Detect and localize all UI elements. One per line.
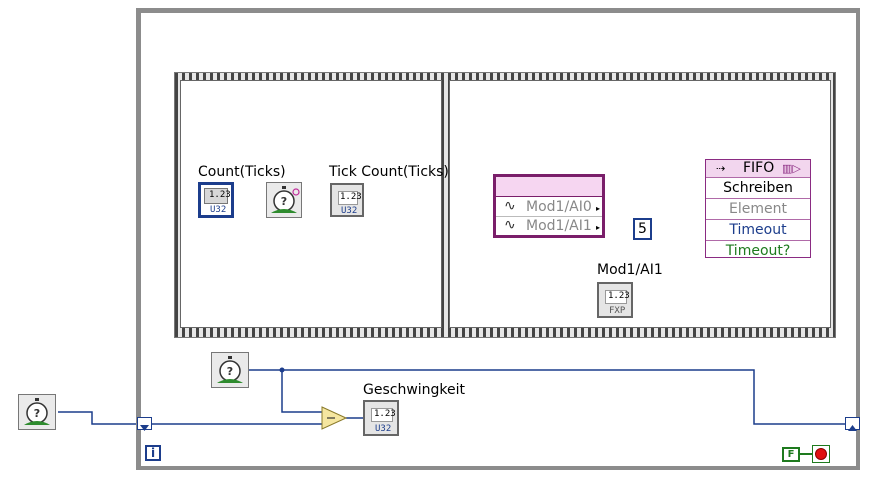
count-type: U32 <box>210 205 227 215</box>
fifo-timeout-output[interactable]: Timeout? <box>706 240 810 261</box>
count-label: Count(Ticks) <box>198 164 286 180</box>
wire-loop-tick[interactable] <box>248 369 846 425</box>
wire-tick-to-subtract[interactable] <box>281 370 322 413</box>
fifo-method-node[interactable]: ⇢ FIFO ▥▷ Schreiben Element Timeout Time… <box>705 159 811 261</box>
speed-badge: 1.23 <box>374 409 396 419</box>
wire-junction <box>279 367 285 373</box>
shift-register-right[interactable] <box>845 417 860 431</box>
tick-count-node[interactable]: ? <box>266 182 302 218</box>
fifo-buffer-icon: ▥▷ <box>782 162 801 175</box>
ai1-indicator-label: Mod1/AI1 <box>597 262 663 278</box>
false-constant-value: F <box>787 449 795 460</box>
tick-badge: 1.23 <box>340 192 362 202</box>
stopwatch-icon: ? <box>217 356 243 383</box>
tick-display <box>338 191 358 205</box>
subtract-node[interactable] <box>321 406 347 430</box>
stop-icon <box>815 448 827 460</box>
svg-text:?: ? <box>281 195 287 208</box>
tick-count-label: Tick Count(Ticks) <box>329 164 449 180</box>
io-channel-ai1[interactable]: ∿ Mod1/AI1 ▸ <box>496 217 602 235</box>
svg-text:?: ? <box>227 365 233 378</box>
io-output-arrow-icon: ▸ <box>596 223 601 232</box>
tick-count-indicator[interactable]: 1.23 U32 <box>330 183 364 217</box>
waveform-icon: ∿ <box>504 198 516 214</box>
tick-type: U32 <box>341 206 358 216</box>
iteration-terminal[interactable]: i <box>145 445 161 461</box>
while-loop[interactable] <box>136 8 860 470</box>
shift-down-arrow-icon <box>140 425 149 431</box>
fifo-element-input[interactable]: Element <box>706 198 810 219</box>
false-constant[interactable]: F <box>782 447 800 462</box>
ai1-badge: 1.23 <box>608 291 630 301</box>
timeout-constant-value: 5 <box>638 221 647 237</box>
fifo-method-label: Schreiben <box>706 177 810 198</box>
ai1-display <box>605 290 627 304</box>
count-badge: 1.23 <box>209 190 231 200</box>
stopwatch-icon: ? <box>24 398 50 425</box>
shift-register-left[interactable] <box>137 417 152 431</box>
io-channel-ai1-label: Mod1/AI1 <box>526 218 592 234</box>
fifo-header: ⇢ FIFO ▥▷ <box>706 160 810 177</box>
speed-type: U32 <box>375 424 392 434</box>
waveform-icon: ∿ <box>504 217 516 233</box>
fifo-title: FIFO <box>743 160 775 176</box>
ai1-indicator[interactable]: 1.23 FXP <box>597 282 633 318</box>
stopwatch-icon: ? <box>271 186 300 213</box>
wire-tickcount-outer[interactable] <box>58 411 138 425</box>
speed-indicator[interactable]: 1.23 U32 <box>363 400 399 436</box>
iteration-symbol: i <box>150 446 156 460</box>
count-display <box>204 188 228 204</box>
svg-text:?: ? <box>34 407 40 420</box>
fifo-write-arrow-icon: ⇢ <box>716 162 726 175</box>
shift-up-arrow-icon <box>848 425 857 431</box>
ai1-type: FXP <box>609 306 626 316</box>
io-node-header <box>496 177 602 197</box>
fifo-timeout-input[interactable]: Timeout <box>706 219 810 240</box>
outer-tick-count-node[interactable]: ? <box>18 394 56 430</box>
count-terminal[interactable]: 1.23 U32 <box>198 182 234 218</box>
loop-tick-count-node[interactable]: ? <box>211 352 249 388</box>
fpga-io-node[interactable]: ∿ Mod1/AI0 ▸ ∿ Mod1/AI1 ▸ <box>493 174 605 238</box>
while-loop-bottom-edge <box>136 466 860 470</box>
timeout-constant[interactable]: 5 <box>633 218 652 240</box>
io-channel-ai0-label: Mod1/AI0 <box>526 199 592 215</box>
io-output-arrow-icon: ▸ <box>596 204 601 213</box>
loop-condition-terminal[interactable] <box>812 445 830 463</box>
speed-display <box>371 408 393 422</box>
io-channel-ai0[interactable]: ∿ Mod1/AI0 ▸ <box>496 198 602 217</box>
speed-label: Geschwingkeit <box>363 382 466 398</box>
